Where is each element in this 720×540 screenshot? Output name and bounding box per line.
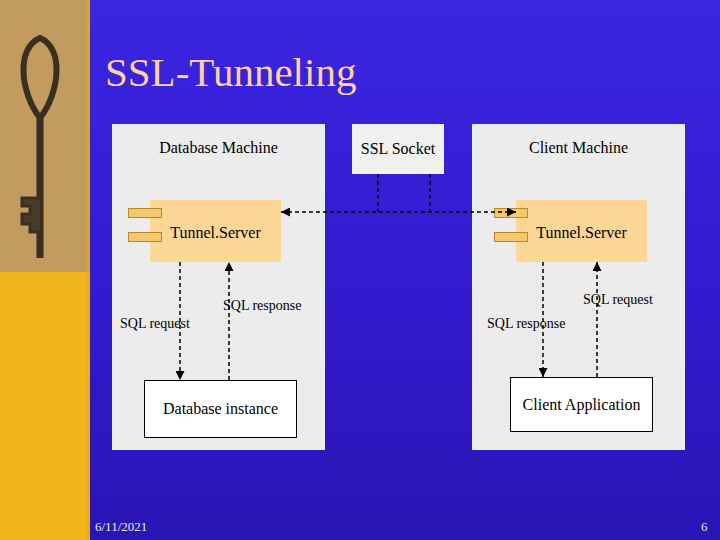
edge-label: SQL request bbox=[583, 292, 653, 308]
node-text: Client Machine bbox=[529, 138, 628, 157]
component-tab bbox=[494, 232, 528, 242]
key-shaft bbox=[37, 116, 44, 258]
edge-label: SQL response bbox=[223, 298, 301, 314]
component-box: Tunnel.Server bbox=[150, 200, 281, 262]
side-band-edge bbox=[86, 0, 90, 540]
key-photo-shade bbox=[0, 0, 90, 272]
process-box: Database instance bbox=[144, 380, 297, 438]
socket-line bbox=[377, 174, 379, 212]
page-number: 6 bbox=[701, 519, 708, 535]
side-band bbox=[0, 272, 90, 540]
machine-panel: Database MachineTunnel.ServerDatabase in… bbox=[112, 124, 325, 450]
slide-title: SSL-Tunneling bbox=[105, 48, 356, 96]
node-text: Database instance bbox=[163, 399, 278, 418]
socket-box: SSL Socket bbox=[352, 124, 444, 174]
date-footer: 6/11/2021 bbox=[95, 519, 147, 535]
node-text: Tunnel.Server bbox=[170, 219, 261, 242]
process-box: Client Application bbox=[510, 377, 653, 432]
machine-panel: Client MachineTunnel.ServerClient Applic… bbox=[472, 124, 685, 450]
node-text: Client Application bbox=[523, 395, 641, 414]
node-text: Tunnel.Server bbox=[536, 219, 627, 242]
component-tab bbox=[128, 232, 162, 242]
edge-label: SQL request bbox=[120, 316, 190, 332]
key-ring bbox=[23, 38, 56, 118]
key-bit bbox=[22, 198, 40, 232]
component-box: Tunnel.Server bbox=[516, 200, 647, 262]
socket-line bbox=[429, 174, 431, 212]
node-text: SSL Socket bbox=[361, 139, 436, 158]
edge-label: SQL response bbox=[487, 316, 565, 332]
component-tab bbox=[128, 208, 162, 218]
node-text: Database Machine bbox=[159, 138, 278, 157]
key-photo-background bbox=[0, 0, 90, 272]
component-tab bbox=[494, 208, 528, 218]
